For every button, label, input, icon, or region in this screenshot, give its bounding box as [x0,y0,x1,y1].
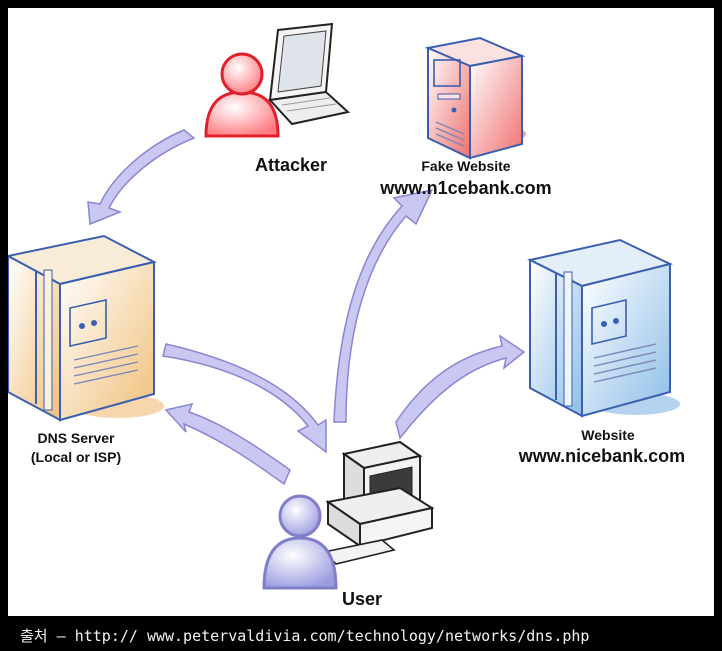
attacker-label: Attacker [254,155,328,175]
user-label: User [341,589,383,609]
attacker-person-icon [204,52,280,138]
dns-server-label: DNS Server [37,430,115,446]
arrow-attacker-to-dns [87,129,196,226]
attacker-laptop-icon [267,22,351,126]
website-label: Website [581,427,635,443]
website-url: www.nicebank.com [518,446,686,466]
user-computer-icon [322,440,435,565]
dns-server-icon [8,234,164,422]
user-person-icon [262,494,338,590]
source-caption: 출처 – http:// www.petervaldivia.com/techn… [20,627,590,645]
website-server-icon [527,238,680,418]
fake-website-label: Fake Website [421,158,511,174]
arrow-user-to-website [395,334,526,440]
dns-server-sublabel: (Local or ISP) [30,449,122,465]
arrow-dns-to-user [162,343,327,454]
dns-poisoning-diagram [8,22,680,590]
arrow-user-to-dns [164,402,291,486]
diagram-panel: Attacker Fake Website www.n1cebank.com D… [8,8,714,616]
arrow-user-to-fake-website [333,188,434,423]
fake-website-server-icon [424,36,526,160]
fake-website-url: www.n1cebank.com [380,178,552,198]
